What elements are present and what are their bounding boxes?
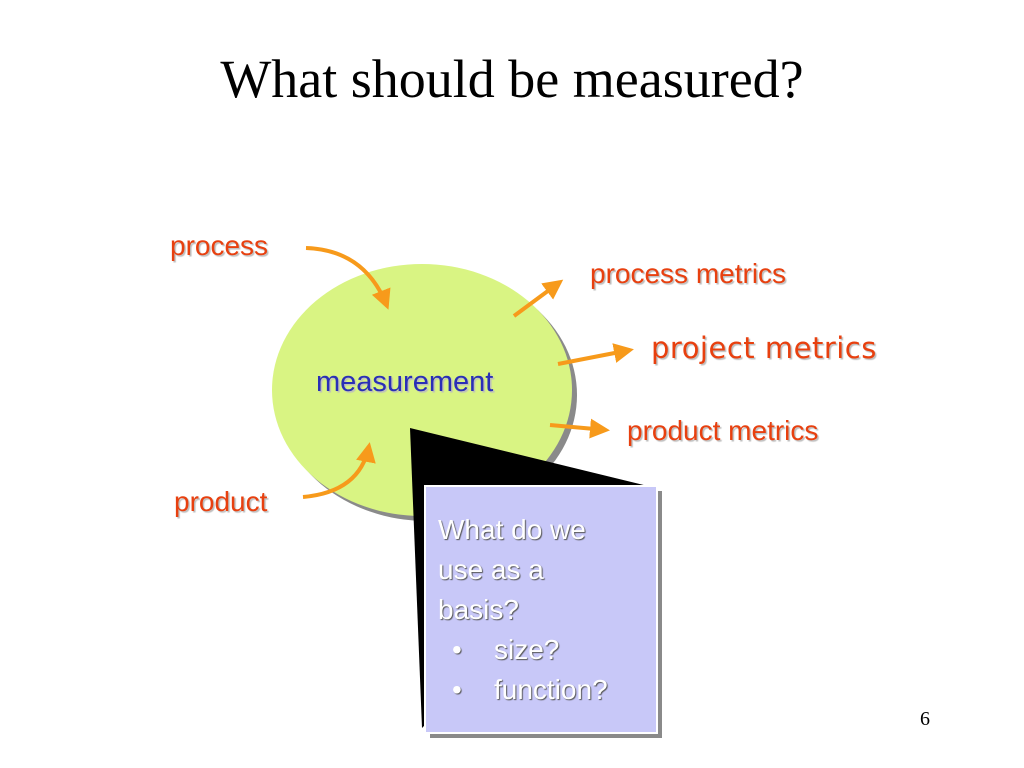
label-process: process: [170, 230, 269, 261]
label-process-metrics: process metrics: [590, 258, 787, 289]
callout-bullets: size? function?: [438, 630, 643, 710]
arrow-process-in: [305, 246, 391, 310]
page-number: 6: [920, 708, 930, 730]
slide-title: What should be measured?: [220, 49, 804, 109]
callout-bullet: function?: [452, 670, 643, 710]
callout-line-1: What do we: [438, 514, 586, 545]
label-measurement: measurement: [316, 366, 494, 398]
arrow-process-metrics: [512, 279, 564, 318]
arrow-product-in: [302, 442, 376, 499]
label-product-metrics: product metrics: [627, 415, 819, 446]
callout-text: What do we use as a basis? size? functio…: [438, 510, 643, 710]
arrow-product-metrics: [549, 418, 610, 439]
callout-line-3: basis?: [438, 594, 519, 625]
label-project-metrics: project metrics: [651, 331, 877, 365]
arrow-project-metrics: [557, 343, 634, 366]
callout-bullet: size?: [452, 630, 643, 670]
callout-line-2: use as a: [438, 554, 544, 585]
label-product: product: [174, 486, 268, 517]
